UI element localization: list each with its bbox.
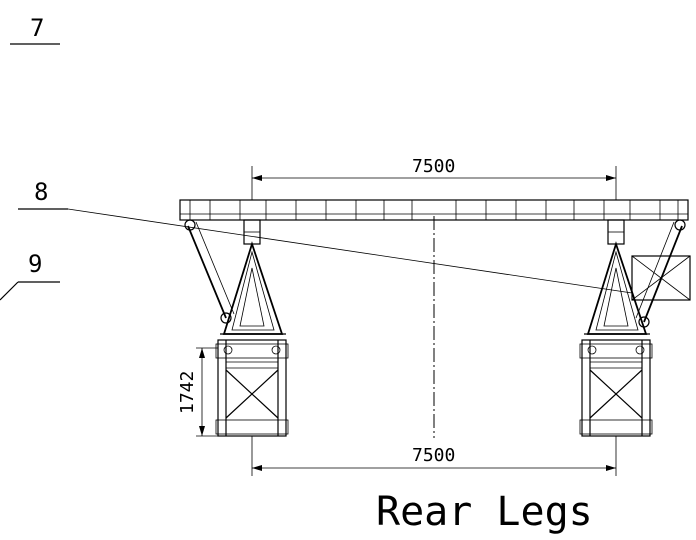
right-strut-pin-top xyxy=(674,219,686,231)
top-dim-value: 7500 xyxy=(412,156,455,177)
right-a-frame xyxy=(586,241,648,335)
left-strut-pin-bottom xyxy=(220,312,232,324)
bottom-dim-arrow-right xyxy=(606,465,616,471)
side-box xyxy=(631,255,691,301)
top-dim-arrow-left xyxy=(252,175,262,181)
left-a-frame xyxy=(222,241,284,335)
bottom-dim-arrow-left xyxy=(252,465,262,471)
top-beam xyxy=(179,199,689,221)
left-cross-brace-b xyxy=(225,369,279,419)
callout-7-label: 7 xyxy=(30,14,44,42)
left-tower xyxy=(217,339,287,437)
left-diagonal-strut xyxy=(187,225,227,319)
height-dim-arrow-top xyxy=(199,348,205,358)
callout-8-leader xyxy=(67,208,633,294)
callout-9: 9 xyxy=(0,250,60,301)
right-tower xyxy=(581,339,651,437)
callout-9-label: 9 xyxy=(28,250,42,278)
height-dim-value: 1742 xyxy=(177,371,198,414)
callout-8: 8 xyxy=(18,178,633,294)
top-dim-arrow-right xyxy=(606,175,616,181)
left-strut-pin-top xyxy=(184,219,196,231)
callout-9-leader xyxy=(0,281,19,301)
right-diagonal-strut xyxy=(643,225,683,323)
callout-7: 7 xyxy=(10,14,60,45)
bottom-dimension: 7500 xyxy=(251,436,617,476)
height-dim-arrow-bottom xyxy=(199,426,205,436)
right-leg xyxy=(579,219,686,437)
top-dimension: 7500 xyxy=(251,156,617,200)
beam-ribs xyxy=(189,200,679,220)
left-leg xyxy=(184,219,289,437)
bottom-dim-value: 7500 xyxy=(412,445,455,466)
right-strut-pin-bottom xyxy=(638,316,650,328)
drawing-title: Rear Legs xyxy=(376,489,593,535)
callout-8-label: 8 xyxy=(34,178,48,206)
side-box-outline xyxy=(631,255,691,301)
right-cross-brace-b xyxy=(589,369,643,419)
height-dimension: 1742 xyxy=(177,347,218,437)
